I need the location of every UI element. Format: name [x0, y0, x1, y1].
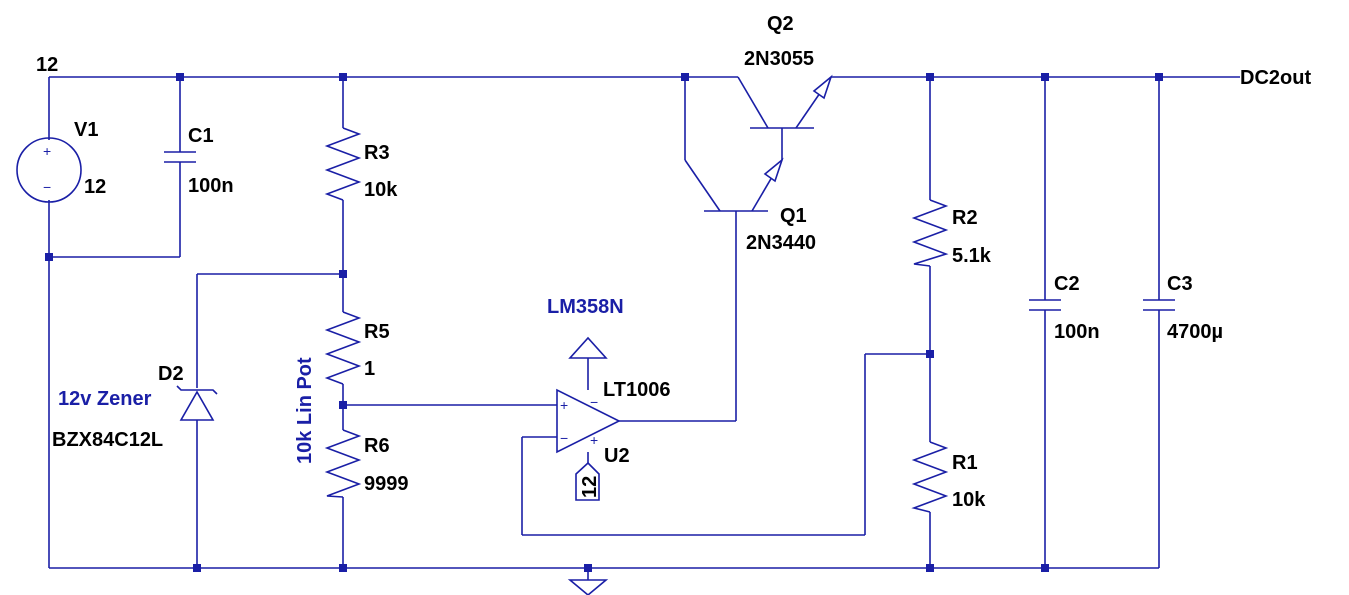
r2-value: 5.1k — [952, 245, 992, 267]
c2-ref: C2 — [1054, 273, 1080, 295]
resistor-r2[interactable] — [911, 199, 949, 267]
resistor-r3[interactable] — [324, 127, 362, 201]
wires — [48, 76, 1240, 569]
transistor-q2[interactable] — [737, 74, 833, 129]
r2-ref: R2 — [952, 207, 978, 229]
source-minus-sign: − — [43, 179, 51, 195]
d2-note: 12v Zener — [58, 388, 152, 410]
supply-box-label: 12 — [579, 476, 601, 498]
supply-flag-icon — [568, 336, 608, 359]
capacitor-c2[interactable] — [1029, 299, 1061, 311]
r3-ref: R3 — [364, 142, 390, 164]
resistor-r5[interactable] — [324, 311, 362, 385]
r6-ref: R6 — [364, 435, 390, 457]
q2-ref: Q2 — [767, 13, 794, 35]
c3-ref: C3 — [1167, 273, 1193, 295]
supply-box-12: 12 — [575, 462, 601, 501]
q1-ref: Q1 — [780, 205, 807, 227]
opamp-u2[interactable]: + − − + — [556, 388, 621, 454]
opamp-minus-pin: − — [560, 430, 568, 446]
r1-ref: R1 — [952, 452, 978, 474]
r1-value: 10k — [952, 489, 986, 511]
voltage-source-v1[interactable]: + − — [16, 137, 82, 203]
net-label-supply: 12 — [36, 54, 58, 76]
q2-value: 2N3055 — [744, 48, 814, 70]
net-label-output: DC2out — [1240, 67, 1311, 89]
opamp-vplus-pin: − — [590, 394, 598, 410]
c1-ref: C1 — [188, 125, 214, 147]
v1-ref: V1 — [74, 119, 98, 141]
u2-value: LT1006 — [603, 379, 670, 401]
resistor-r1[interactable] — [911, 441, 949, 513]
u2-note: LM358N — [547, 296, 624, 318]
zener-diode-d2[interactable] — [176, 385, 218, 421]
v1-value: 12 — [84, 176, 106, 198]
resistor-r6[interactable] — [324, 429, 362, 498]
d2-ref: D2 — [158, 363, 184, 385]
opamp-vminus-pin: + — [590, 432, 598, 448]
c2-value: 100n — [1054, 321, 1100, 343]
ground-icon — [567, 568, 609, 595]
pot-note: 10k Lin Pot — [294, 357, 316, 464]
u2-ref: U2 — [604, 445, 630, 467]
capacitor-c1[interactable] — [164, 151, 196, 163]
opamp-plus-pin: + — [560, 397, 568, 413]
junction-dots — [45, 73, 1163, 572]
capacitor-c3[interactable] — [1143, 299, 1175, 311]
r6-value: 9999 — [364, 473, 409, 495]
source-plus-sign: + — [43, 143, 51, 159]
r3-value: 10k — [364, 179, 398, 201]
transistor-q1[interactable] — [684, 157, 784, 212]
d2-value: BZX84C12L — [52, 429, 163, 451]
c3-value: 4700µ — [1167, 321, 1223, 343]
c1-value: 100n — [188, 175, 234, 197]
q1-value: 2N3440 — [746, 232, 816, 254]
r5-ref: R5 — [364, 321, 390, 343]
r5-value: 1 — [364, 358, 375, 380]
